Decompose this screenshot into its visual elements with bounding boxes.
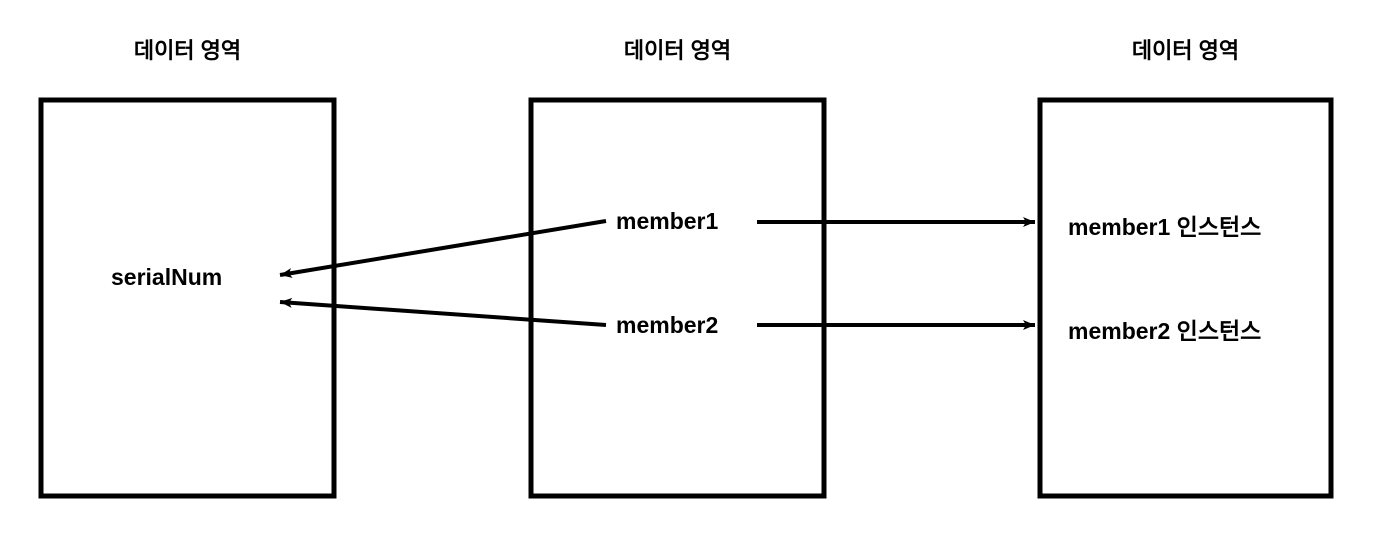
label-member2-instance: member2 인스턴스	[1068, 318, 1262, 344]
connector-member1-to-serialnum	[279, 219, 607, 278]
region-box-middle	[528, 97, 827, 499]
region-box-right	[1037, 97, 1334, 499]
label-member2: member2	[616, 312, 719, 338]
connector-member2-to-serialnum	[279, 297, 607, 327]
region-title-right: 데이터 영역	[1131, 38, 1240, 63]
region-title-middle: 데이터 영역	[623, 38, 732, 63]
region-title-left: 데이터 영역	[133, 38, 242, 63]
label-member1-instance: member1 인스턴스	[1068, 214, 1262, 240]
label-serialnum: serialNum	[111, 264, 223, 290]
region-box-left	[38, 97, 337, 499]
label-member1: member1	[616, 208, 719, 234]
